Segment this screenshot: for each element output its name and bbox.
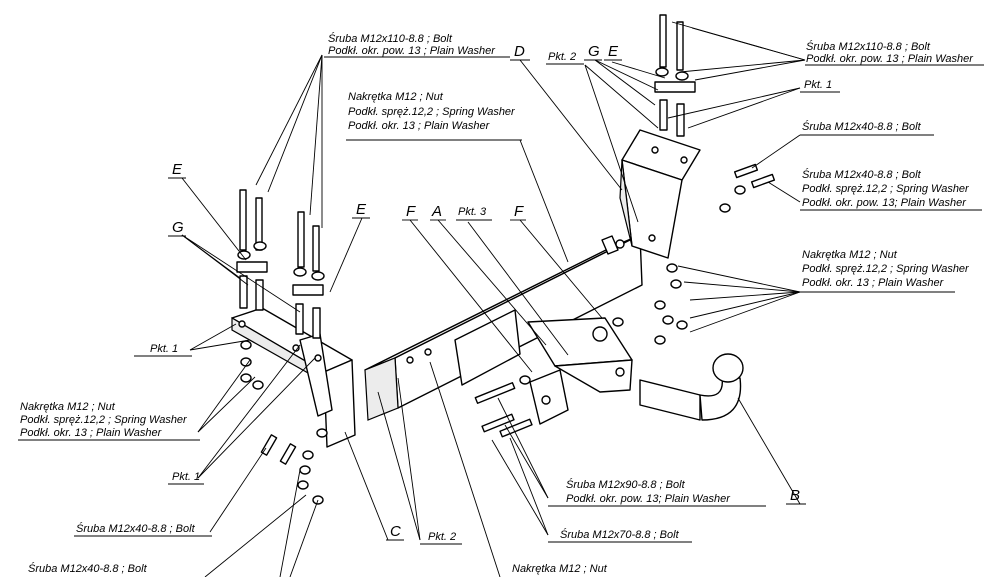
pkt-1-label: Pkt. 1 bbox=[172, 471, 200, 483]
callout-line: Podkł. spręż.12,2 ; Spring Washer bbox=[348, 106, 516, 118]
callout-line: Nakrętka M12 ; Nut bbox=[20, 401, 116, 413]
pkt-1-label: Pkt. 1 bbox=[804, 79, 832, 91]
letter-b: B bbox=[790, 487, 800, 504]
callout-line: Podkł. spręż.12,2 ; Spring Washer bbox=[20, 414, 188, 426]
callout-line: Nakrętka M12 ; Nut bbox=[802, 249, 898, 261]
callout-line: Śruba M12x40-8.8 ; Bolt bbox=[28, 562, 148, 575]
callout-line: Podkł. spręż.12,2 ; Spring Washer bbox=[802, 263, 970, 275]
leader-lines bbox=[181, 21, 806, 577]
bolts-and-washers bbox=[236, 14, 776, 505]
letter-a: A bbox=[431, 203, 442, 220]
socket-plate-a bbox=[527, 317, 633, 425]
callout-line: Śruba M12x90-8.8 ; Bolt bbox=[566, 478, 686, 491]
pkt-1-label: Pkt. 1 bbox=[150, 343, 178, 355]
callout-line: Podkł. okr. 13 ; Plain Washer bbox=[802, 277, 945, 289]
callout-line: Śruba M12x110-8.8 ; Bolt bbox=[328, 32, 453, 45]
main-crossbar bbox=[364, 234, 643, 421]
letter-f: F bbox=[514, 203, 524, 220]
callout-line: Podkł. okr. pow. 13; Plain Washer bbox=[566, 493, 731, 505]
callout-nut-left: Nakrętka M12 ; Nut Podkł. spręż.12,2 ; S… bbox=[18, 401, 200, 441]
callout-nut-right: Nakrętka M12 ; Nut Podkł. spręż.12,2 ; S… bbox=[800, 249, 970, 293]
callout-nut-middle: Nakrętka M12 ; Nut Podkł. spręż.12,2 ; S… bbox=[346, 91, 522, 141]
callout-line: Podkł. okr. pow. 13 ; Plain Washer bbox=[806, 53, 974, 65]
callout-line: Podkł. okr. 13 ; Plain Washer bbox=[20, 427, 163, 439]
letter-c: C bbox=[390, 523, 401, 540]
left-bracket-c bbox=[231, 307, 356, 448]
callout-line: Nakrętka M12 ; Nut bbox=[512, 563, 608, 575]
callout-bolt-m12x70: Śruba M12x70-8.8 ; Bolt bbox=[548, 528, 692, 543]
callout-bolt-m12x40-left: Śruba M12x40-8.8 ; Bolt bbox=[74, 522, 212, 537]
callout-nut-bottom: Nakrętka M12 ; Nut bbox=[512, 563, 608, 575]
letter-e: E bbox=[608, 43, 619, 60]
pkt-labels: Pkt. 1 Pkt. 1 Pkt. 1 Pkt. 2 Pkt. 2 Pkt. … bbox=[134, 51, 840, 545]
pkt-3-label: Pkt. 3 bbox=[458, 206, 487, 218]
part-letters: A B C D E E E F F G G bbox=[168, 43, 806, 541]
callout-bolt-m12x110-right: Śruba M12x110-8.8 ; Bolt Podkł. okr. pow… bbox=[805, 40, 984, 66]
callout-bolt-m12x110-left: Śruba M12x110-8.8 ; Bolt Podkł. okr. pow… bbox=[324, 32, 510, 58]
callout-line: Śruba M12x110-8.8 ; Bolt bbox=[806, 40, 931, 53]
towball-b bbox=[639, 353, 744, 421]
callout-line: Nakrętka M12 ; Nut bbox=[348, 91, 444, 103]
callout-line: Śruba M12x40-8.8 ; Bolt bbox=[802, 120, 922, 133]
right-bracket-d bbox=[619, 129, 701, 259]
callout-bolt-m12x40-right-b: Śruba M12x40-8.8 ; Bolt Podkł. spręż.12,… bbox=[800, 168, 982, 211]
callout-bolt-m12x40-bottom-left: Śruba M12x40-8.8 ; Bolt bbox=[28, 562, 148, 575]
letter-e: E bbox=[356, 201, 367, 218]
callout-line: Podkł. okr. pow. 13; Plain Washer bbox=[802, 197, 967, 209]
callout-bolt-m12x40-right-a: Śruba M12x40-8.8 ; Bolt bbox=[800, 120, 934, 136]
callout-line: Podkł. okr. 13 ; Plain Washer bbox=[348, 120, 491, 132]
letter-e: E bbox=[172, 161, 183, 178]
letter-f: F bbox=[406, 203, 416, 220]
pkt-2-label: Pkt. 2 bbox=[428, 531, 456, 543]
callout-bolt-m12x90: Śruba M12x90-8.8 ; Bolt Podkł. okr. pow.… bbox=[548, 478, 766, 507]
pkt-2-label: Pkt. 2 bbox=[548, 51, 576, 63]
callout-line: Śruba M12x70-8.8 ; Bolt bbox=[560, 528, 680, 541]
letter-g: G bbox=[588, 43, 600, 60]
callout-line: Śruba M12x40-8.8 ; Bolt bbox=[76, 522, 196, 535]
letter-d: D bbox=[514, 43, 525, 60]
callout-line: Śruba M12x40-8.8 ; Bolt bbox=[802, 168, 922, 181]
callout-line: Podkł. okr. pow. 13 ; Plain Washer bbox=[328, 45, 496, 57]
letter-g: G bbox=[172, 219, 184, 236]
callout-line: Podkł. spręż.12,2 ; Spring Washer bbox=[802, 183, 970, 195]
